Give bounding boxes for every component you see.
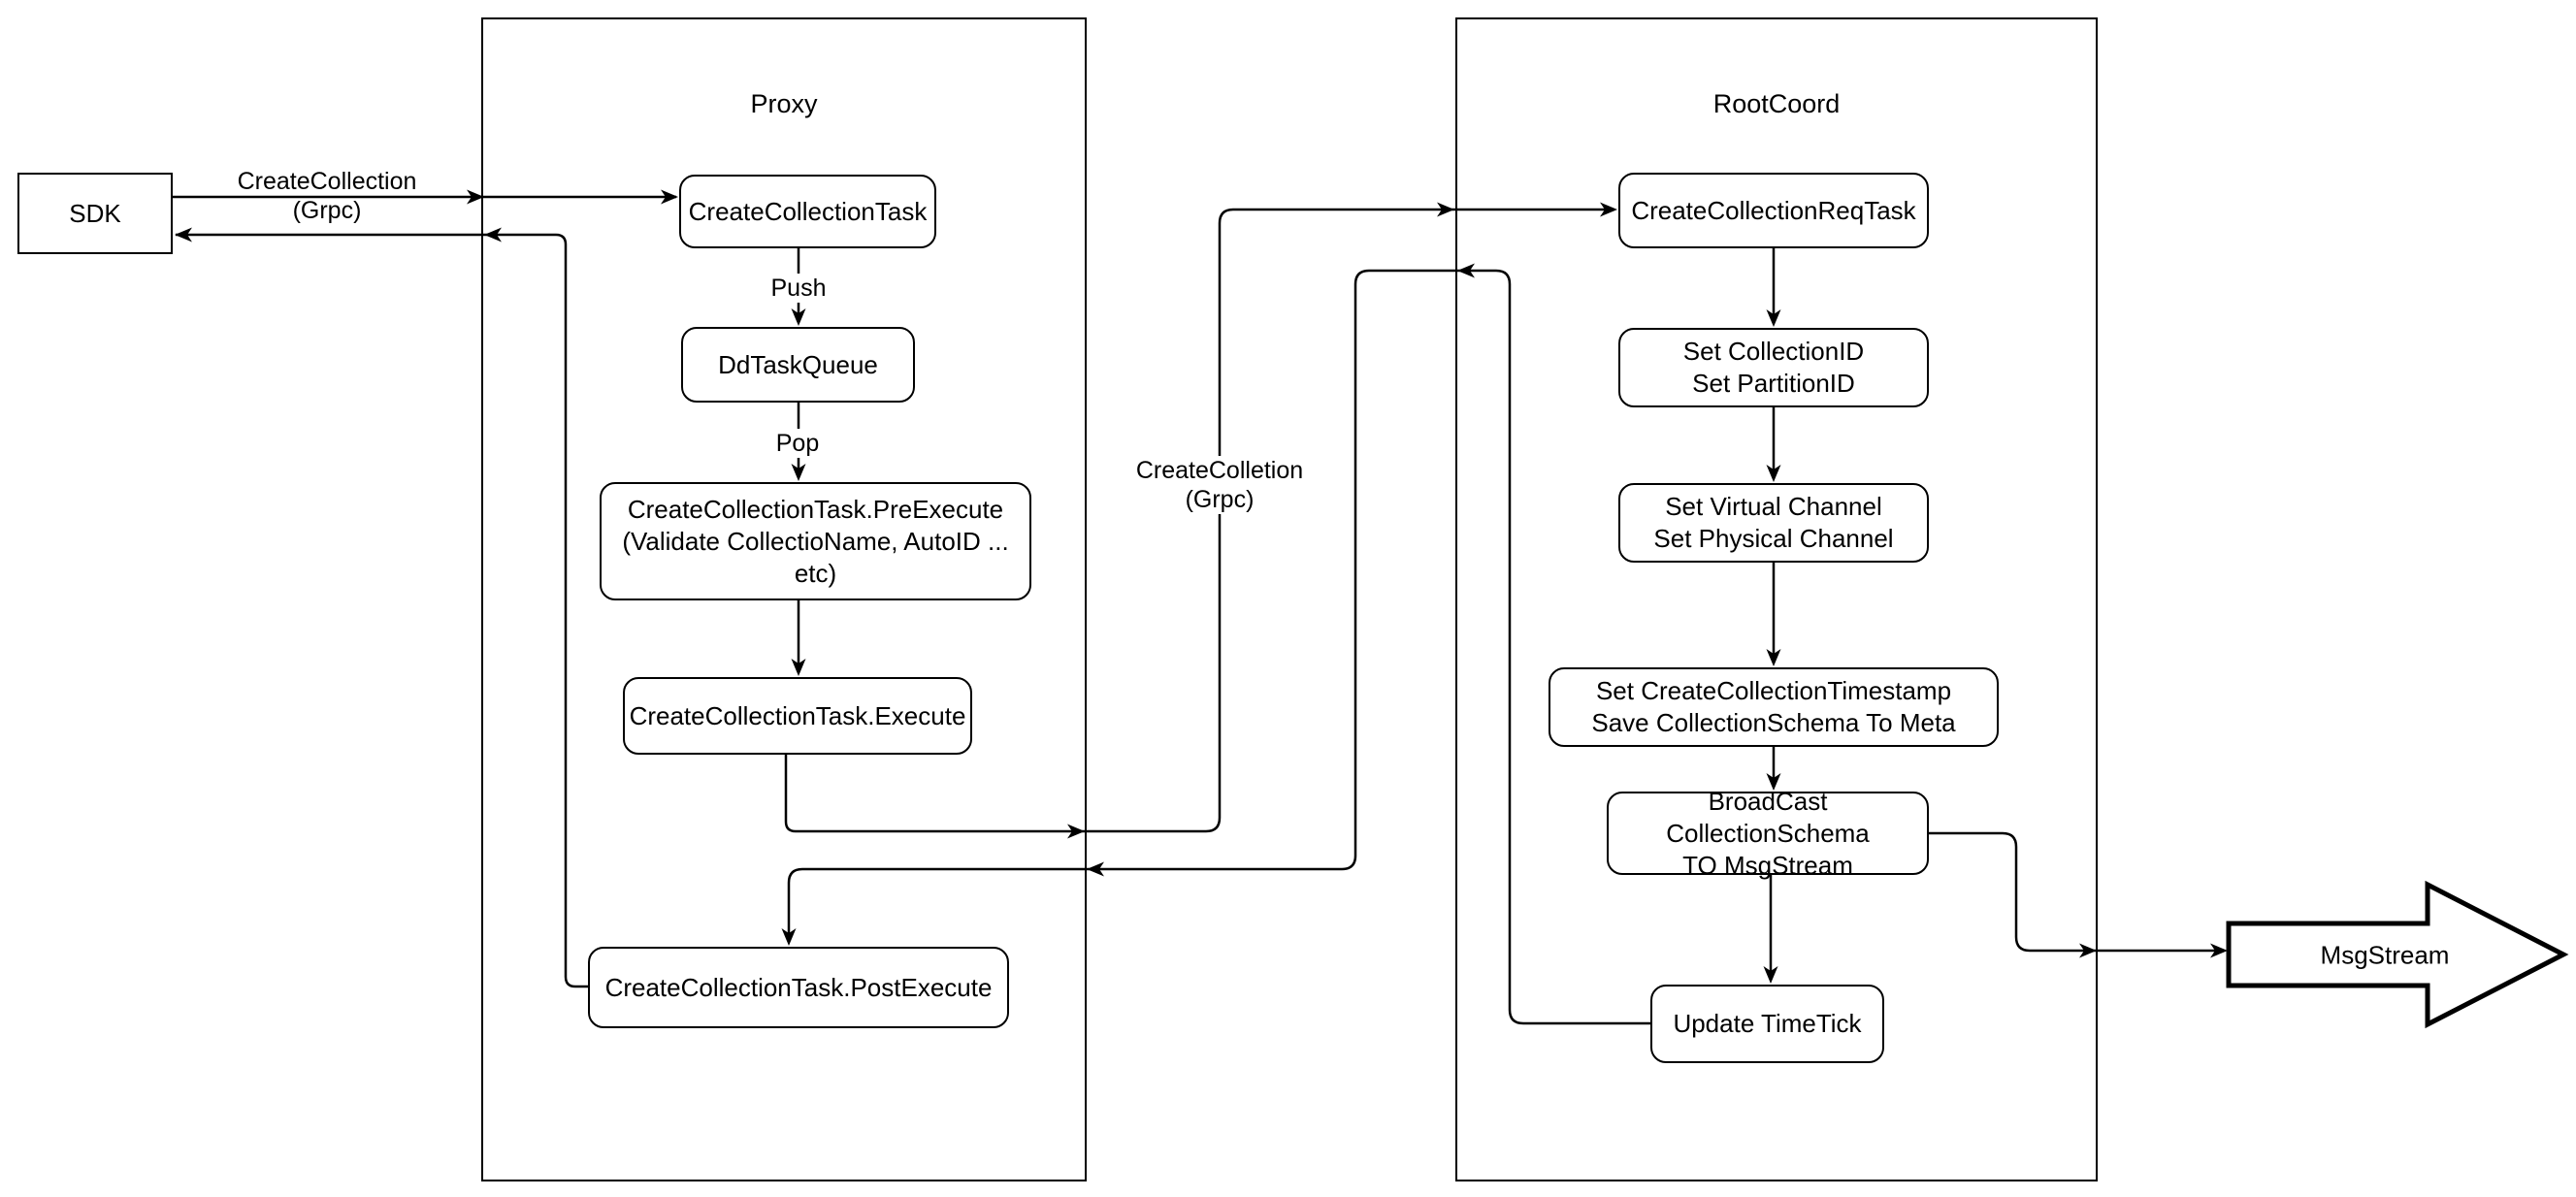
node-broadcast: BroadCast CollectionSchema TO MsgStream bbox=[1607, 787, 1929, 880]
edge-broadcast-to-msgstream bbox=[1929, 831, 2224, 953]
edge-label-grpc-request: CreateCollection (Grpc) bbox=[237, 168, 417, 224]
arrowhead bbox=[1087, 861, 1104, 877]
msgstream-label: MsgStream bbox=[2320, 940, 2450, 970]
edge-label-push: Push bbox=[766, 274, 831, 303]
container-proxy: Proxy bbox=[481, 17, 1087, 1181]
arrowhead bbox=[2079, 943, 2097, 958]
arrowhead bbox=[484, 227, 502, 243]
node-set-channels: Set Virtual Channel Set Physical Channel bbox=[1618, 483, 1929, 563]
proxy-title: Proxy bbox=[750, 89, 818, 118]
arrowhead bbox=[1766, 649, 1781, 666]
arrowhead bbox=[467, 189, 484, 205]
node-post-execute: CreateCollectionTask.PostExecute bbox=[588, 947, 1009, 1028]
edge-label-grpc-internal: CreateColletion (Grpc) bbox=[1131, 456, 1308, 514]
arrowhead bbox=[1763, 966, 1778, 984]
msgstream-arrow-shape bbox=[2226, 880, 2569, 1029]
node-create-collection-req-task: CreateCollectionReqTask bbox=[1618, 173, 1929, 248]
arrowhead bbox=[791, 308, 806, 326]
node-execute: CreateCollectionTask.Execute bbox=[623, 677, 972, 755]
arrowhead bbox=[1437, 202, 1454, 217]
rootcoord-title: RootCoord bbox=[1712, 89, 1841, 118]
node-set-ids: Set CollectionID Set PartitionID bbox=[1618, 328, 1929, 407]
arrowhead bbox=[791, 659, 806, 676]
node-set-timestamp: Set CreateCollectionTimestamp Save Colle… bbox=[1549, 667, 1999, 747]
arrowhead bbox=[1766, 309, 1781, 327]
edge-execute-to-reqtask bbox=[784, 208, 1614, 833]
arrowhead bbox=[1457, 263, 1475, 278]
arrowhead bbox=[1766, 773, 1781, 791]
arrowhead bbox=[1766, 465, 1781, 482]
edge-timetick-to-postexecute bbox=[787, 269, 1650, 1025]
edge-label-pop: Pop bbox=[771, 429, 824, 458]
container-rootcoord: RootCoord bbox=[1455, 17, 2098, 1181]
edge-postexecute-to-sdk bbox=[176, 233, 588, 988]
arrowhead bbox=[791, 464, 806, 481]
node-sdk: SDK bbox=[17, 173, 173, 254]
arrowhead bbox=[175, 227, 192, 243]
arrowhead bbox=[1600, 202, 1617, 217]
node-pre-execute: CreateCollectionTask.PreExecute (Validat… bbox=[600, 482, 1031, 600]
node-update-timetick: Update TimeTick bbox=[1650, 985, 1884, 1063]
arrowhead bbox=[2210, 943, 2228, 958]
arrowhead bbox=[661, 189, 678, 205]
node-dd-task-queue: DdTaskQueue bbox=[681, 327, 915, 403]
node-create-collection-task: CreateCollectionTask bbox=[679, 175, 936, 248]
arrowhead bbox=[781, 928, 797, 946]
arrowhead bbox=[1067, 824, 1085, 839]
